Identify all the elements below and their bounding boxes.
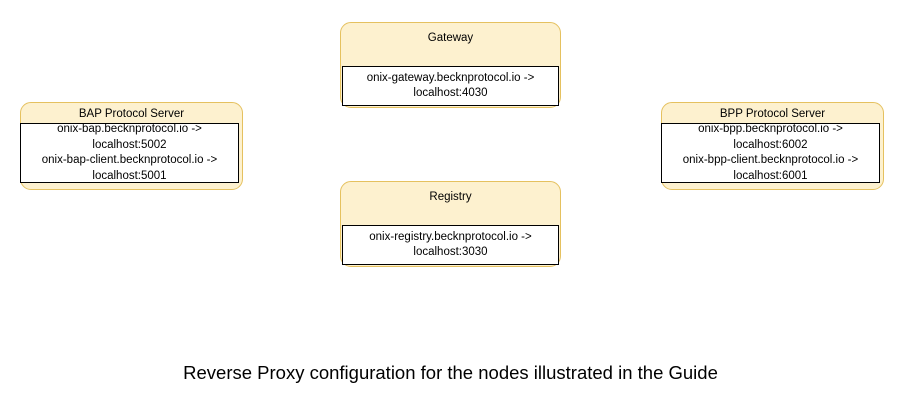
- config-line: localhost:3030: [413, 246, 488, 258]
- node-bap-protocol-server[interactable]: BAP Protocol Server onix-bap.becknprotoc…: [20, 102, 243, 190]
- config-line: onix-bap.becknprotocol.io ->: [57, 123, 202, 135]
- node-bpp-protocol-server[interactable]: BPP Protocol Server onix-bpp.becknprotoc…: [661, 102, 884, 190]
- config-line: localhost:6002: [733, 138, 808, 151]
- config-line: localhost:6001: [733, 169, 808, 182]
- config-line: localhost:5002: [92, 138, 167, 151]
- diagram-caption: Reverse Proxy configuration for the node…: [183, 362, 718, 383]
- node-gateway-config: onix-gateway.becknprotocol.io -> localho…: [342, 66, 559, 106]
- node-bpp-title: BPP Protocol Server: [719, 108, 826, 120]
- node-registry-title: Registry: [429, 191, 472, 203]
- node-gateway-title: Gateway: [427, 32, 474, 44]
- node-registry[interactable]: Registry onix-registry.becknprotocol.io …: [340, 181, 561, 267]
- node-bpp-config: onix-bpp.becknprotocol.io -> localhost:6…: [661, 123, 880, 183]
- config-line: onix-registry.becknprotocol.io ->: [369, 230, 532, 243]
- config-line: onix-bpp-client.becknprotocol.io ->: [682, 154, 859, 166]
- config-line: localhost:5001: [92, 169, 167, 182]
- node-gateway[interactable]: Gateway onix-gateway.becknprotocol.io ->…: [340, 22, 561, 108]
- node-registry-config: onix-registry.becknprotocol.io -> localh…: [342, 225, 559, 265]
- node-bap-config: onix-bap.becknprotocol.io -> localhost:5…: [20, 123, 239, 183]
- config-line: onix-gateway.becknprotocol.io ->: [366, 71, 535, 84]
- config-line: onix-bap-client.becknprotocol.io ->: [41, 154, 218, 166]
- config-line: onix-bpp.becknprotocol.io ->: [698, 123, 843, 135]
- config-line: localhost:4030: [413, 87, 488, 99]
- node-bap-title: BAP Protocol Server: [78, 108, 185, 120]
